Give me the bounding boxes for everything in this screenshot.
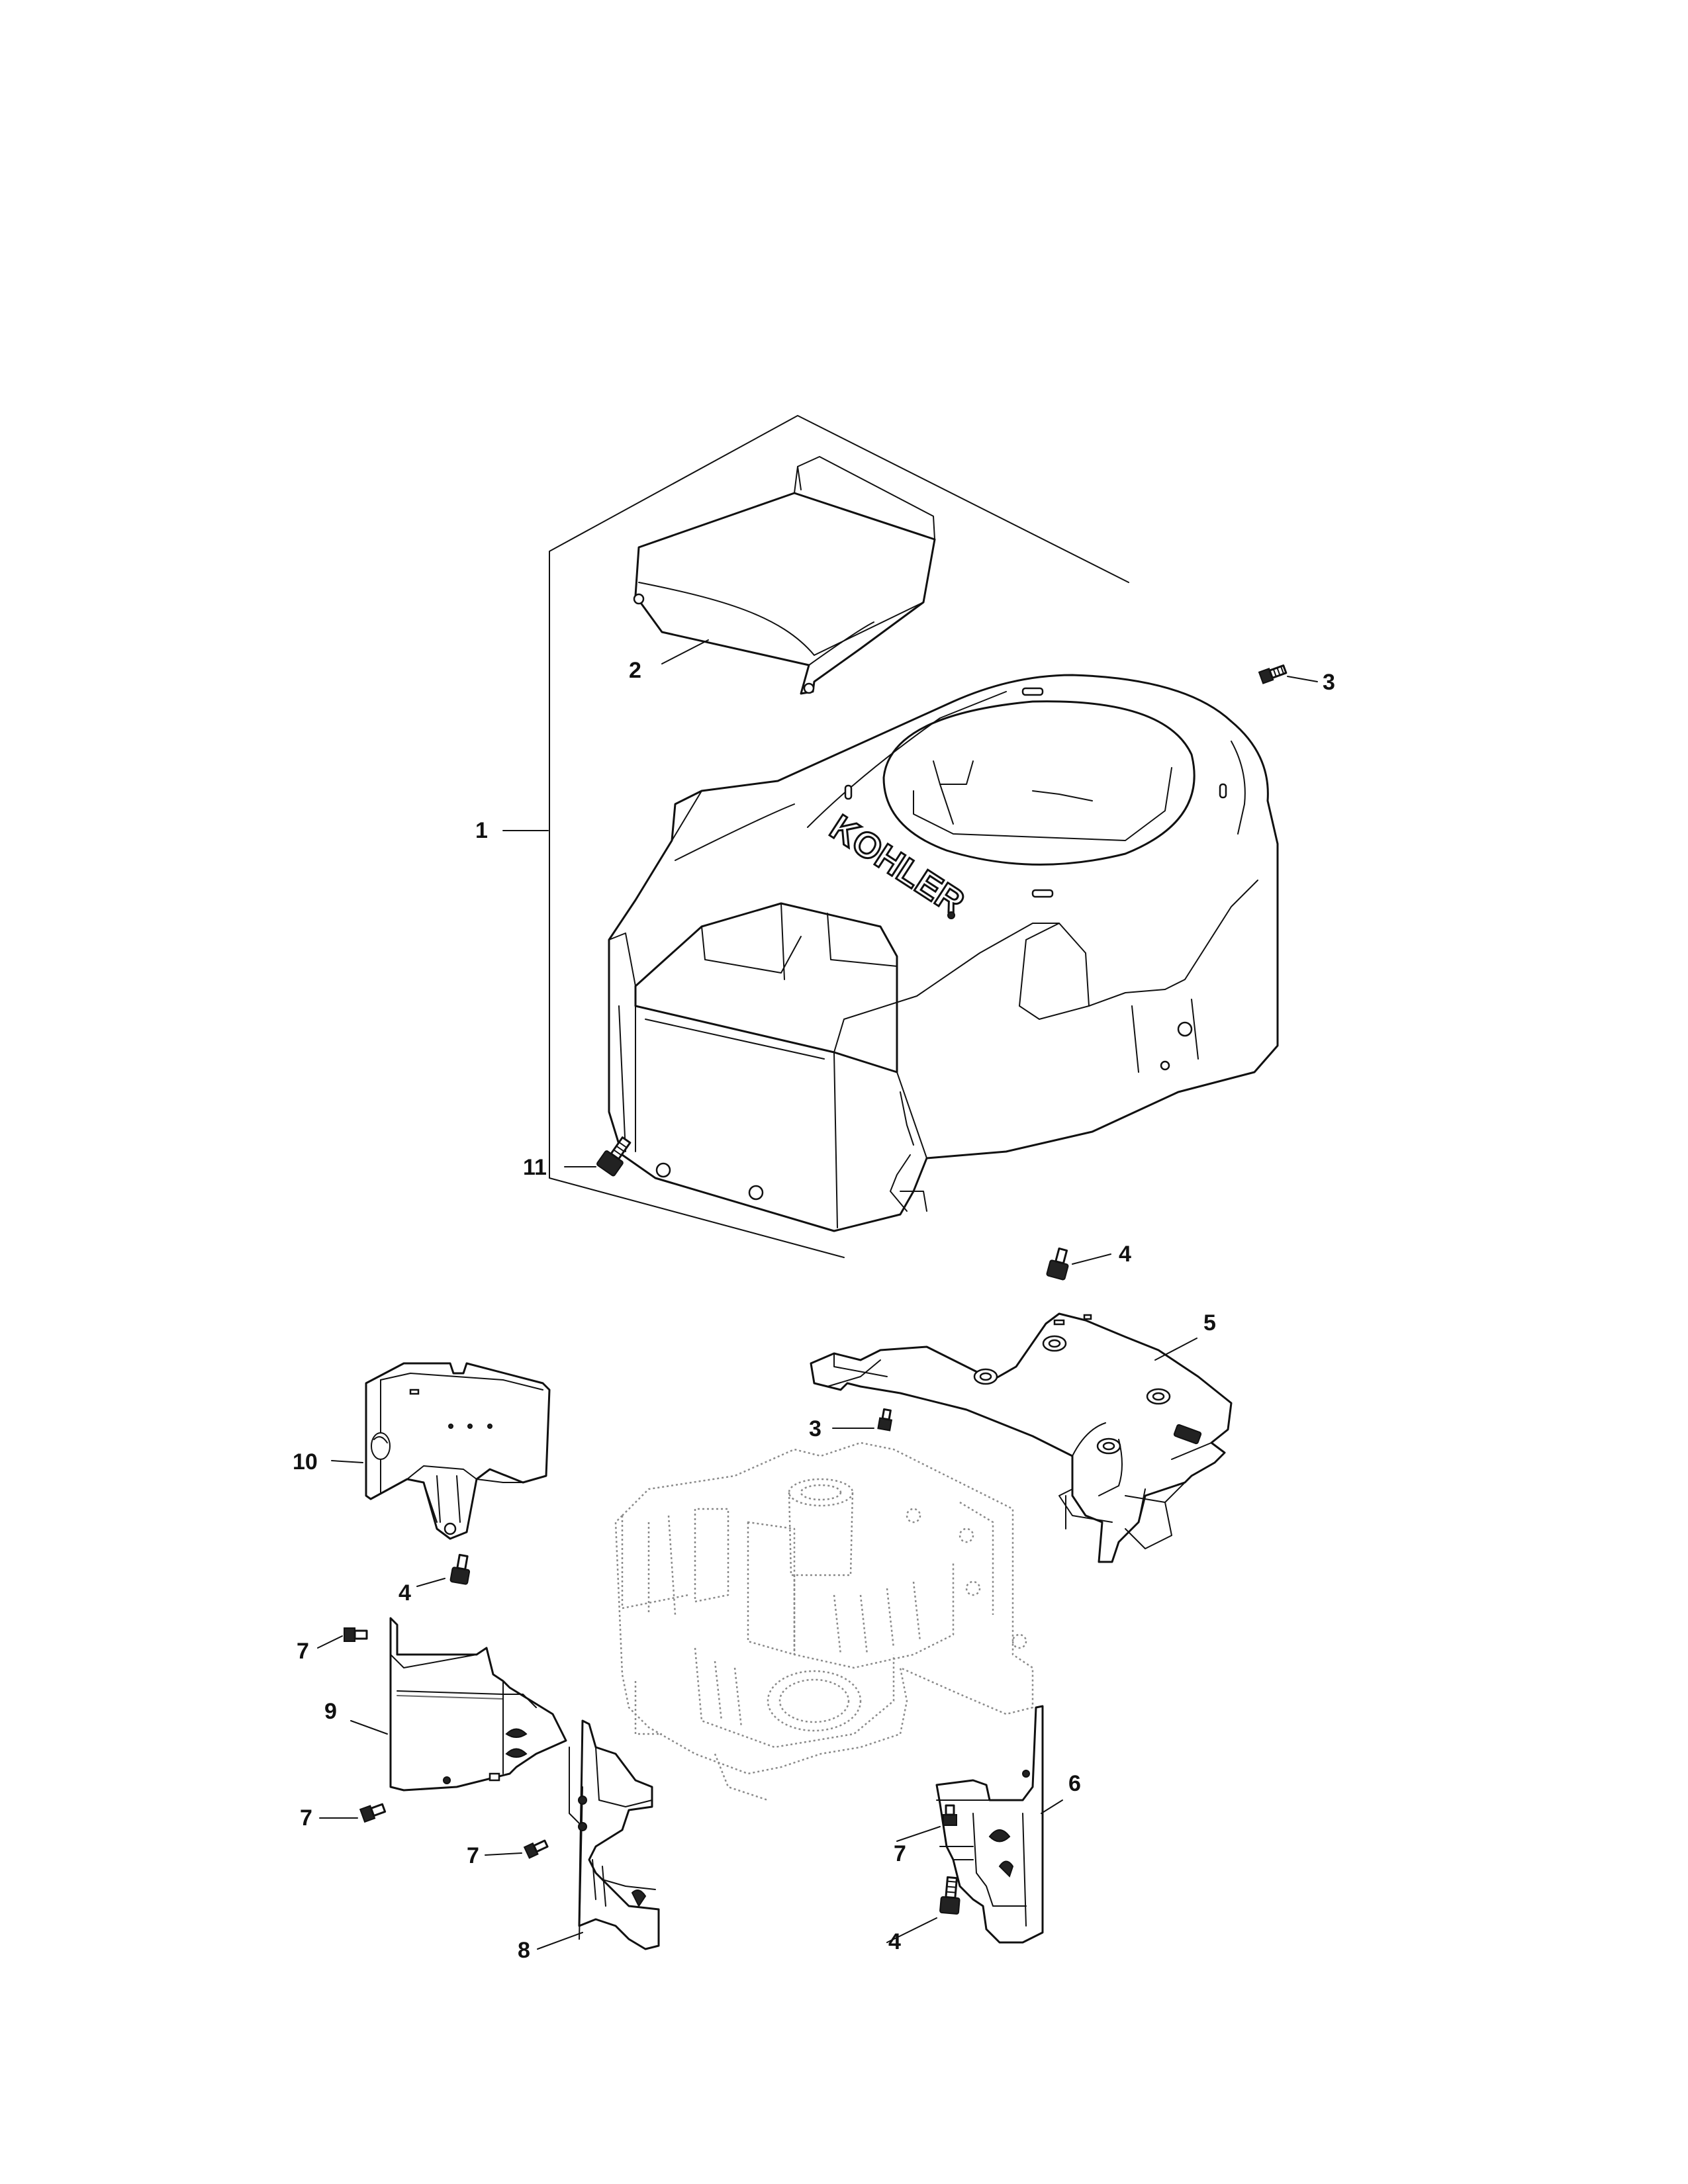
- kit-bracket: [549, 415, 1129, 1258]
- screw-7-d: [943, 1804, 957, 1826]
- screw-3-upper: [1258, 664, 1288, 684]
- callout-11: 11: [523, 1155, 547, 1180]
- side-bracket-part: [935, 1705, 1044, 1944]
- blower-housing-part: KOHLER: [608, 674, 1279, 1232]
- callout-4: 4: [399, 1580, 411, 1606]
- baffle-backplate-part: [810, 1312, 1233, 1563]
- callout-2: 2: [629, 658, 641, 683]
- callout-9: 9: [324, 1699, 337, 1724]
- callout-3: 3: [1323, 670, 1335, 695]
- callout-6: 6: [1068, 1771, 1081, 1796]
- callout-7: 7: [894, 1841, 906, 1866]
- callouts: 1 2 3 3 4 4 4 5 6 7 7 7 7 8 9 10 11: [293, 658, 1335, 1963]
- callout-7: 7: [297, 1639, 309, 1664]
- bolt-4-left: [449, 1553, 471, 1585]
- screw-7-a: [344, 1627, 368, 1642]
- bolt-4-lower: [939, 1876, 961, 1915]
- callout-1: 1: [475, 818, 488, 843]
- callout-8: 8: [518, 1938, 530, 1963]
- callout-5: 5: [1203, 1310, 1216, 1336]
- intake-cover-part: [633, 456, 936, 695]
- cylinder-baffle-part: [389, 1617, 567, 1792]
- screw-3-lower: [877, 1408, 893, 1432]
- callout-10: 10: [293, 1449, 318, 1475]
- bolt-11: [596, 1136, 632, 1177]
- bolt-4-upper: [1046, 1247, 1069, 1281]
- callout-7: 7: [467, 1843, 479, 1868]
- left-baffle-part: [365, 1362, 551, 1540]
- callout-4: 4: [888, 1929, 901, 1954]
- screw-7-b: [359, 1803, 387, 1823]
- support-bracket-part: [569, 1719, 660, 1950]
- engine-block-reference: [614, 1441, 1034, 1801]
- leader-lines: [317, 639, 1318, 1950]
- callout-4: 4: [1119, 1242, 1131, 1267]
- callout-3: 3: [809, 1416, 821, 1441]
- screw-7-c: [523, 1839, 549, 1859]
- callout-7: 7: [300, 1805, 312, 1831]
